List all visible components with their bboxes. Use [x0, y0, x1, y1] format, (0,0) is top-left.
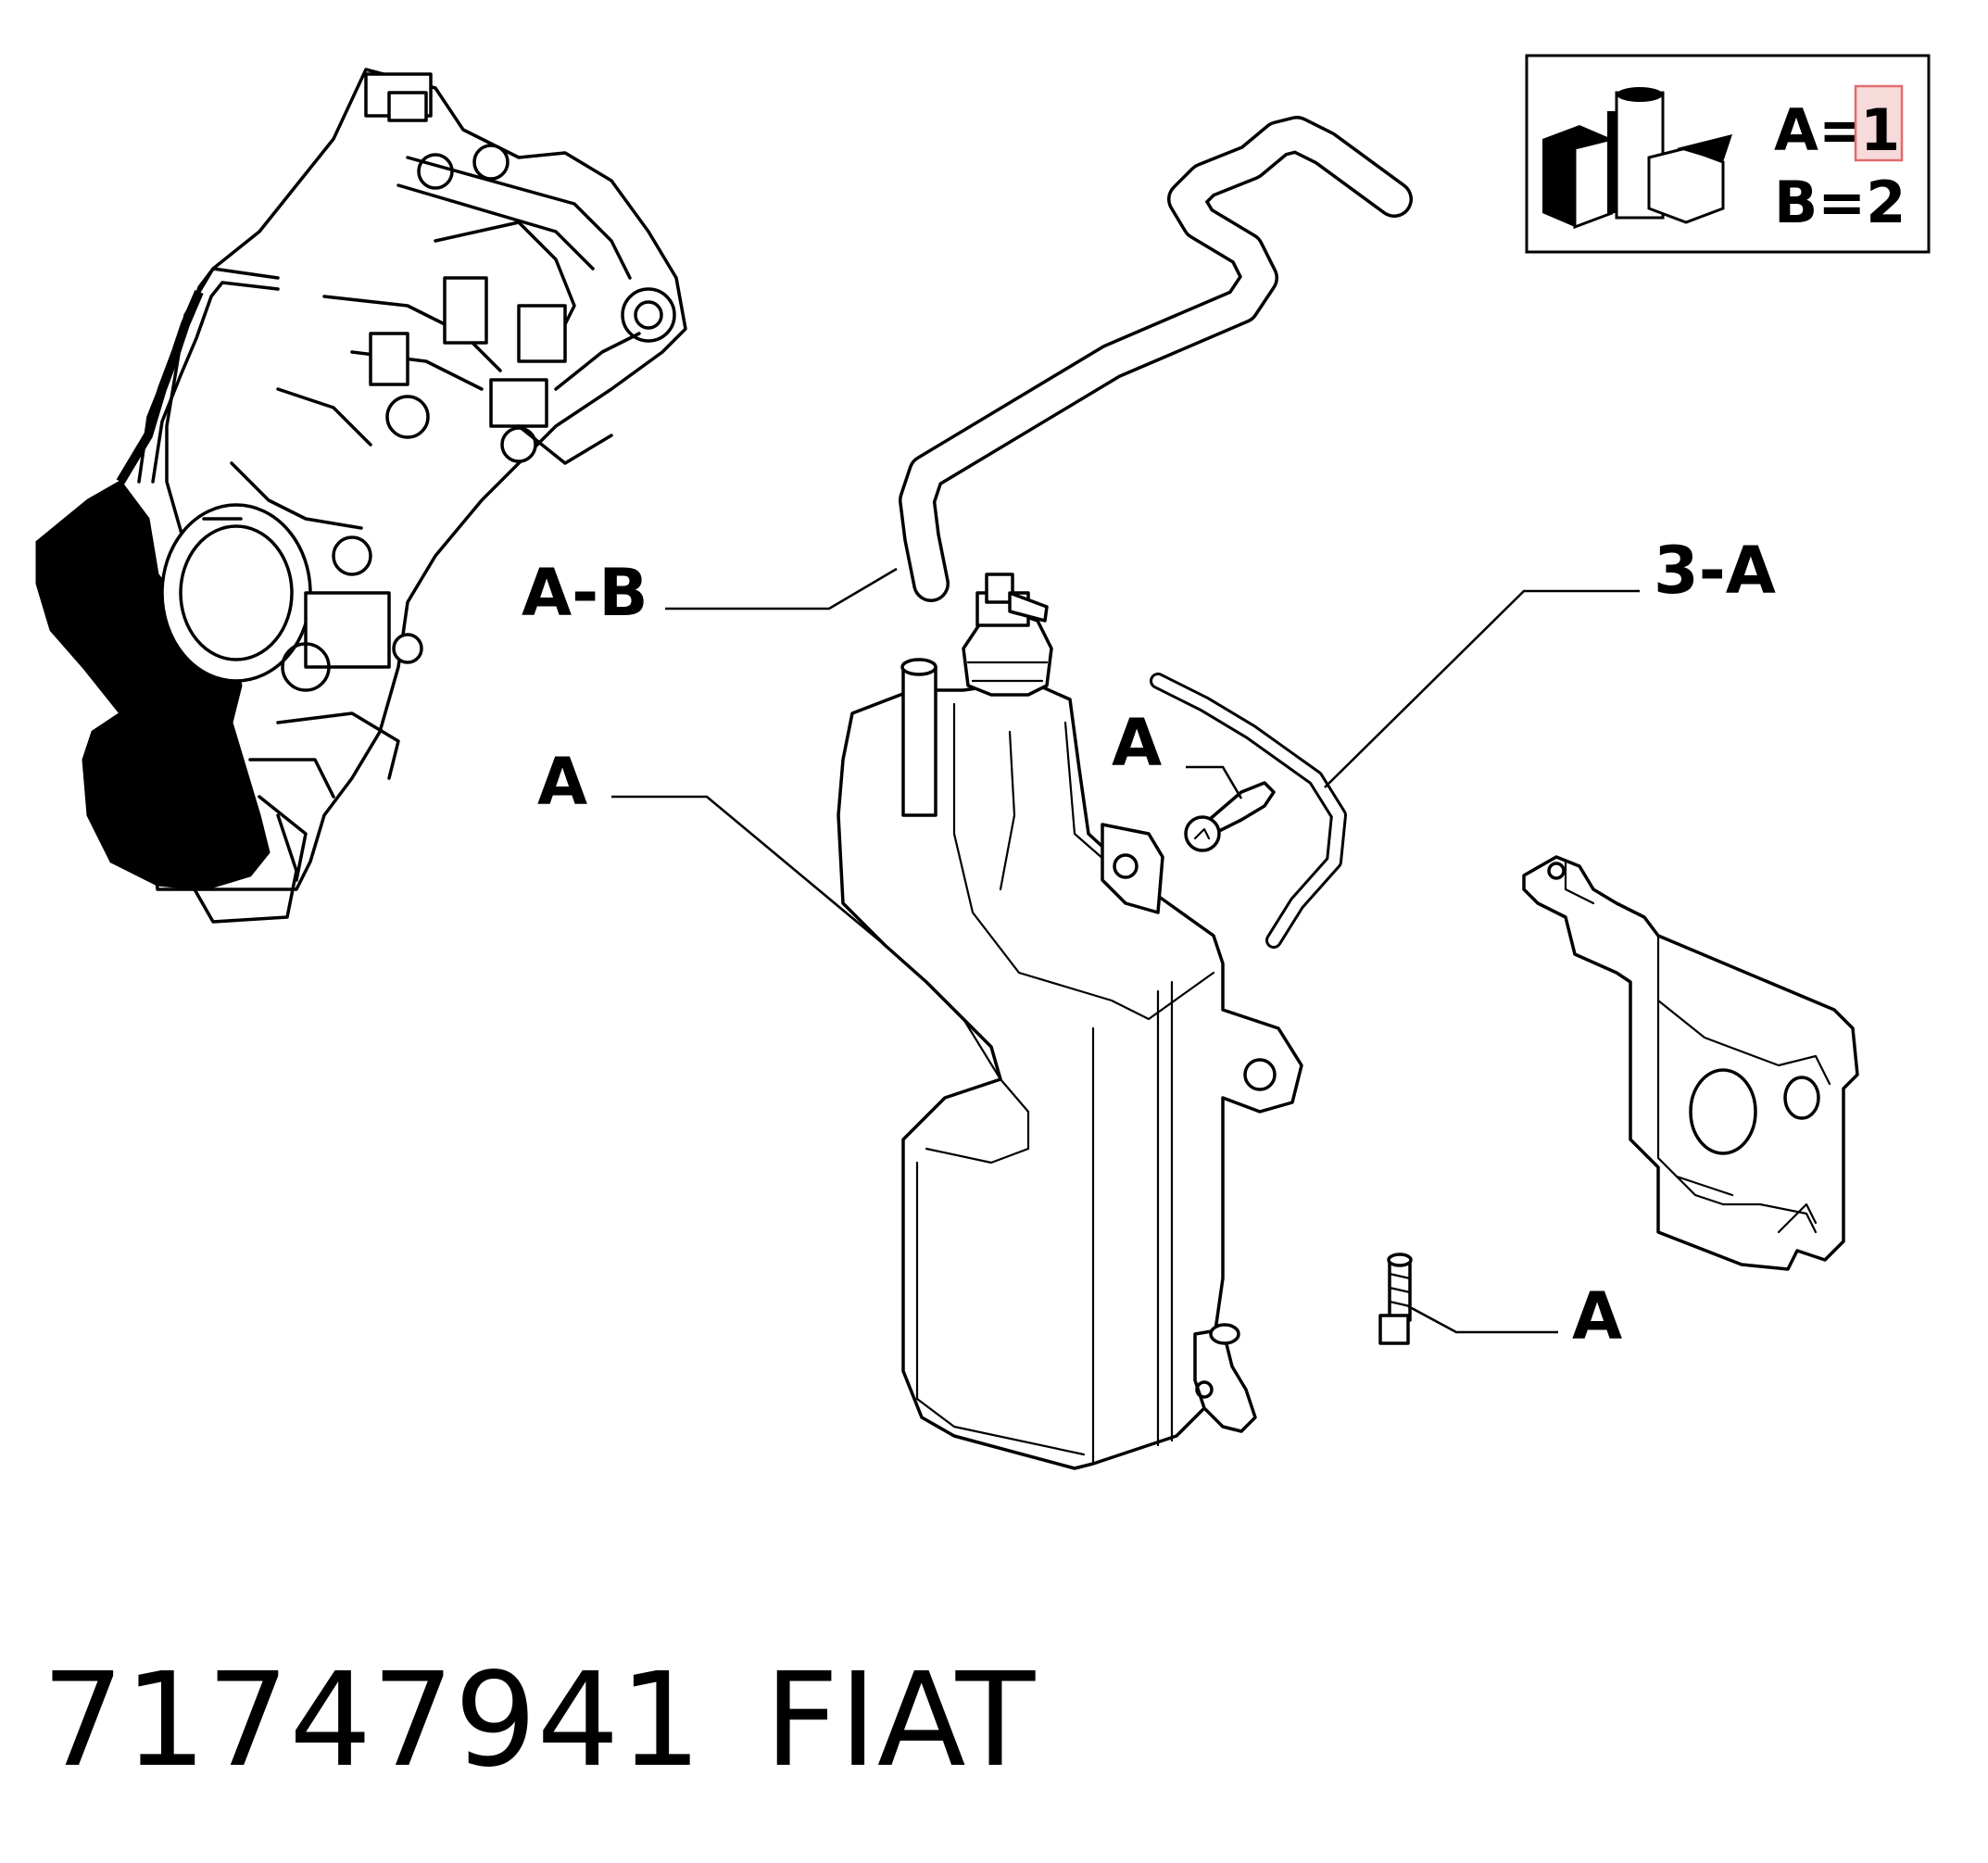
screw-upper: [1184, 781, 1276, 852]
leader-tank: [611, 795, 886, 946]
leader-lines: [611, 567, 1640, 1334]
callout-screw-upper: A: [1112, 705, 1162, 781]
screw-lower: [1378, 1252, 1413, 1345]
belt-cover: [35, 480, 271, 891]
leader-screw-lower: [1407, 1304, 1558, 1334]
legend-line-a-value: 1: [1860, 96, 1900, 164]
callout-hose-small: 3-A: [1654, 533, 1776, 609]
legend-line-b: B=2: [1774, 169, 1906, 236]
callout-screw-lower: A: [1572, 1278, 1622, 1354]
engine-illustration: [35, 68, 687, 924]
small-hose: [1150, 673, 1347, 949]
callout-hose-upper: A-B: [522, 555, 648, 631]
brand-name: FIAT: [764, 1645, 1036, 1796]
fiat-kit-boxes-icon: [1542, 87, 1732, 230]
expansion-tank: [837, 573, 1303, 1470]
part-number: 71747941: [42, 1645, 702, 1796]
highlight-box: [1854, 84, 1904, 162]
callout-tank: A: [537, 744, 587, 820]
legend-line-a: A=: [1774, 96, 1867, 164]
quantity-legend: A= 1 B=2: [1525, 54, 1931, 254]
upper-hose: [899, 116, 1413, 602]
leader-hose-small: [1324, 589, 1640, 788]
leader-screw-upper: [1186, 765, 1243, 799]
mounting-bracket: [1522, 855, 1859, 1271]
leader-hose-upper: [665, 567, 898, 611]
